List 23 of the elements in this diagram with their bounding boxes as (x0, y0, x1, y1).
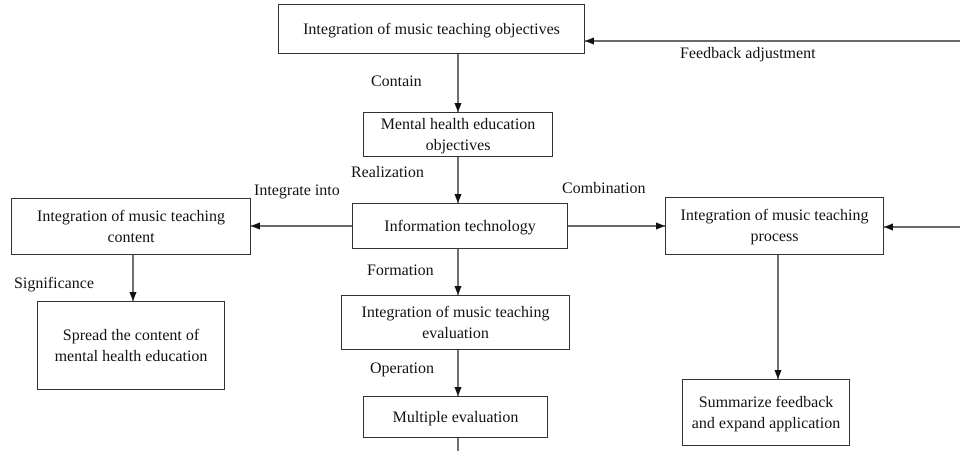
arrow (251, 222, 352, 230)
process-box: Summarize feedback and expand application (682, 379, 850, 446)
arrow (454, 249, 462, 295)
arrow (129, 255, 137, 301)
edge-label: Integrate into (254, 182, 340, 200)
process-box: Integration of music teaching content (11, 198, 251, 255)
arrow (568, 222, 665, 230)
process-box: Multiple evaluation (363, 396, 548, 438)
process-box: Integration of music teaching objectives (278, 4, 585, 54)
arrow (454, 157, 462, 203)
arrow (454, 350, 462, 396)
arrow (774, 255, 782, 379)
arrow (454, 54, 462, 112)
process-box: Mental health education objectives (363, 112, 553, 157)
process-box: Information technology (352, 203, 568, 249)
arrow (585, 37, 960, 45)
edge-label: Feedback adjustment (680, 45, 816, 63)
edge-label: Operation (370, 360, 434, 378)
process-box: Spread the content of mental health education (37, 301, 225, 390)
process-box: Integration of music teaching process (665, 197, 884, 255)
process-box: Integration of music teaching evaluation (341, 295, 570, 350)
arrow (884, 223, 960, 231)
edge-label: Significance (14, 275, 94, 293)
